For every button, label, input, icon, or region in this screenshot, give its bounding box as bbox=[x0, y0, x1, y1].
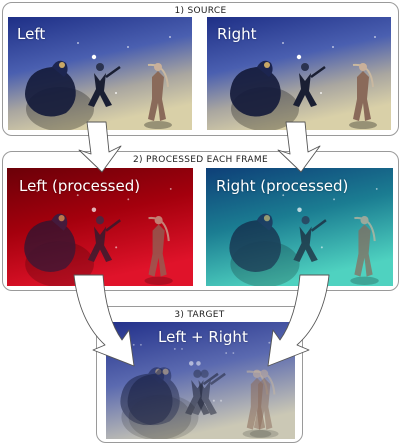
source-section-title: 1) SOURCE bbox=[174, 6, 227, 16]
source-right-frame: Right bbox=[207, 17, 391, 130]
target-image bbox=[106, 322, 295, 439]
target-frame: Left + Right bbox=[106, 322, 295, 439]
target-label: Left + Right bbox=[158, 328, 248, 346]
processed-right-label: Right (processed) bbox=[216, 177, 349, 195]
source-left-frame: Left bbox=[8, 17, 192, 130]
processed-left-label: Left (processed) bbox=[19, 177, 141, 195]
source-right-image bbox=[207, 17, 391, 130]
processed-left-frame: Left (processed) bbox=[7, 168, 193, 286]
source-left-image bbox=[8, 17, 192, 130]
target-section-title: 3) TARGET bbox=[174, 310, 225, 320]
processed-left-image bbox=[7, 168, 193, 286]
processed-right-image bbox=[206, 168, 393, 286]
processed-section-title: 2) PROCESSED EACH FRAME bbox=[133, 155, 268, 165]
source-left-label: Left bbox=[17, 25, 46, 43]
processed-right-frame: Right (processed) bbox=[206, 168, 393, 286]
source-right-label: Right bbox=[217, 25, 257, 43]
